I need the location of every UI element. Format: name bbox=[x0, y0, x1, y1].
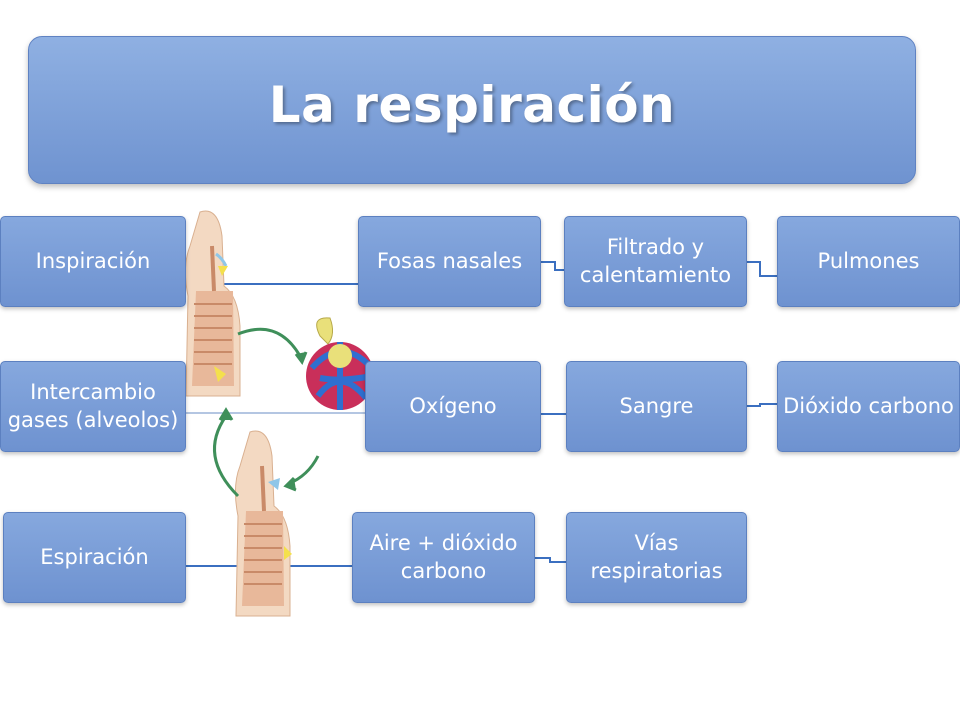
node-pulmones-label: Pulmones bbox=[817, 248, 920, 273]
node-dioxido: Dióxido carbono bbox=[777, 361, 960, 452]
inhale-torso-figure bbox=[184, 210, 241, 397]
node-intercambio: Intercambio gases (alveolos) bbox=[0, 361, 186, 452]
node-sangre-label: Sangre bbox=[619, 393, 694, 418]
exhale-torso-figure bbox=[234, 430, 292, 617]
node-filtrado: Filtrado y calentamiento bbox=[564, 216, 747, 307]
alveoli-icon bbox=[306, 317, 374, 410]
node-vias: Vías respiratorias bbox=[566, 512, 747, 603]
node-espiracion: Espiración bbox=[3, 512, 186, 603]
node-pulmones: Pulmones bbox=[777, 216, 960, 307]
link-filtrado-pulmones bbox=[747, 261, 777, 277]
link-sangre-dioxido bbox=[747, 403, 777, 407]
node-fosas-nasales: Fosas nasales bbox=[358, 216, 541, 307]
page-title: La respiración bbox=[268, 76, 676, 134]
node-inspiracion-label: Inspiración bbox=[35, 248, 151, 273]
respiration-illustration bbox=[184, 210, 374, 617]
node-dioxido-label: Dióxido carbono bbox=[783, 393, 954, 418]
node-aire: Aire + dióxido carbono bbox=[352, 512, 535, 603]
node-aire-label: Aire + dióxido carbono bbox=[369, 531, 518, 583]
node-vias-label: Vías respiratorias bbox=[590, 531, 723, 583]
node-fosas-nasales-label: Fosas nasales bbox=[376, 248, 523, 273]
node-oxigeno: Oxígeno bbox=[365, 361, 541, 452]
node-filtrado-label: Filtrado y calentamiento bbox=[579, 235, 732, 287]
node-intercambio-label: Intercambio gases (alveolos) bbox=[7, 380, 179, 432]
link-fosas-filtrado bbox=[541, 261, 564, 271]
title-banner: La respiración bbox=[28, 36, 916, 184]
node-oxigeno-label: Oxígeno bbox=[409, 393, 497, 418]
link-aire-vias bbox=[535, 557, 566, 563]
node-espiracion-label: Espiración bbox=[40, 544, 149, 569]
cycle-arrows bbox=[212, 327, 320, 498]
node-sangre: Sangre bbox=[566, 361, 747, 452]
node-inspiracion: Inspiración bbox=[0, 216, 186, 307]
